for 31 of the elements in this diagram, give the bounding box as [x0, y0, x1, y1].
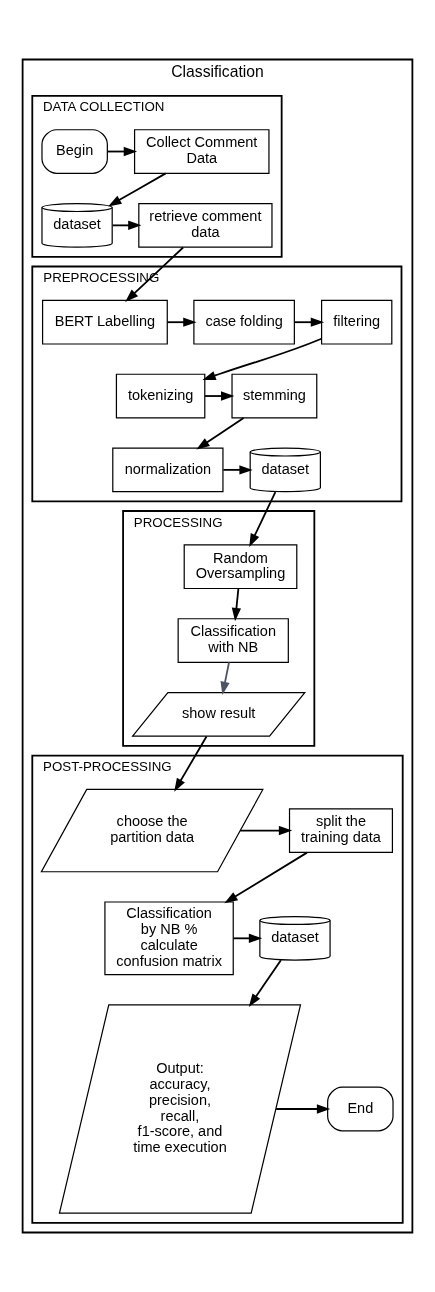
node-box: normalization [112, 447, 224, 493]
arrow [204, 391, 235, 401]
arrow [239, 825, 293, 836]
arrow [224, 851, 308, 904]
arrow [174, 735, 208, 792]
node-box: Begin [41, 129, 108, 174]
node-box: Classification with NB [177, 618, 289, 663]
node-box: split the training data [288, 808, 393, 853]
node-box: Classification by NB % calculate confusion matrix [104, 901, 234, 976]
node-box: filtering [321, 299, 393, 345]
arrow [125, 246, 184, 302]
node-box: retrieve comment data [138, 202, 273, 248]
arrow [231, 587, 242, 622]
arrow [275, 1104, 331, 1114]
arrow [232, 933, 263, 943]
node-box: Collect Comment Data [133, 129, 270, 174]
arrow [111, 220, 142, 231]
node-box: stemming [231, 373, 318, 419]
arrow [202, 337, 323, 380]
arrow [293, 317, 325, 327]
arrow [166, 317, 197, 327]
arrow [222, 465, 253, 475]
arrow [220, 661, 230, 696]
node-box: tokenizing [115, 373, 206, 419]
node-box: Random Oversampling [183, 544, 298, 590]
arrow [196, 417, 245, 450]
arrow [108, 172, 167, 207]
node-box: case folding [193, 299, 295, 345]
node-box: BERT Labelling [42, 299, 168, 345]
node-box: End [327, 1086, 394, 1132]
arrow [248, 959, 282, 1008]
